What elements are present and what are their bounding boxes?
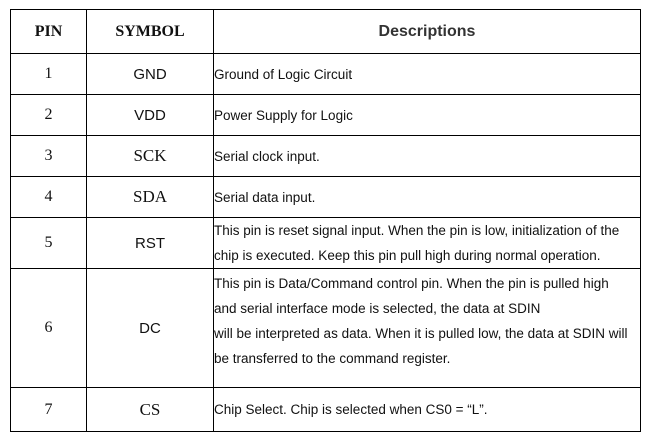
pin-symbol: RST <box>86 217 214 269</box>
table-row: 4 SDA Serial data input. <box>10 176 641 218</box>
pin-number: 5 <box>10 217 87 269</box>
description-line: This pin is Data/Command control pin. Wh… <box>214 276 609 291</box>
header-pin: PIN <box>10 9 87 54</box>
description-line: and serial interface mode is selected, t… <box>214 301 541 316</box>
pin-description: Serial clock input. <box>213 135 641 177</box>
table-row: 7 CS Chip Select. Chip is selected when … <box>10 387 641 432</box>
pin-description: Ground of Logic Circuit <box>213 53 641 95</box>
pin-symbol: SDA <box>86 176 214 218</box>
header-descriptions: Descriptions <box>213 9 641 54</box>
description-line: This pin is reset signal input. When the… <box>214 223 620 238</box>
pin-description: Power Supply for Logic <box>213 94 641 136</box>
table-header-row: PIN SYMBOL Descriptions <box>10 9 641 54</box>
pin-symbol: SCK <box>86 135 214 177</box>
pin-number: 2 <box>10 94 87 136</box>
pin-number: 6 <box>10 268 87 388</box>
pin-description: Chip Select. Chip is selected when CS0 =… <box>213 387 641 432</box>
description-line: Serial clock input. <box>214 148 320 164</box>
description-line: will be interpreted as data. When it is … <box>214 326 628 341</box>
pin-symbol: CS <box>86 387 214 432</box>
pin-description: This pin is Data/Command control pin. Wh… <box>213 268 641 388</box>
pin-symbol: DC <box>86 268 214 388</box>
description-line: chip is executed. Keep this pin pull hig… <box>214 248 601 263</box>
table-row: 5 RST This pin is reset signal input. Wh… <box>10 217 641 269</box>
header-symbol: SYMBOL <box>86 9 214 54</box>
table-row: 1 GND Ground of Logic Circuit <box>10 53 641 95</box>
pin-description: This pin is reset signal input. When the… <box>213 217 641 269</box>
pin-number: 3 <box>10 135 87 177</box>
pin-number: 1 <box>10 53 87 95</box>
pin-number: 7 <box>10 387 87 432</box>
pin-symbol: GND <box>86 53 214 95</box>
pin-symbol: VDD <box>86 94 214 136</box>
description-line: Power Supply for Logic <box>214 107 353 123</box>
pin-description: Serial data input. <box>213 176 641 218</box>
table-row: 2 VDD Power Supply for Logic <box>10 94 641 136</box>
description-line: be transferred to the command register. <box>214 351 451 366</box>
description-line: Serial data input. <box>214 189 316 205</box>
description-line: Chip Select. Chip is selected when CS0 =… <box>214 402 488 417</box>
table-row: 3 SCK Serial clock input. <box>10 135 641 177</box>
pin-description-table: PIN SYMBOL Descriptions 1 GND Ground of … <box>10 9 641 432</box>
table-row: 6 DC This pin is Data/Command control pi… <box>10 268 641 388</box>
description-line: Ground of Logic Circuit <box>214 66 353 82</box>
pin-number: 4 <box>10 176 87 218</box>
